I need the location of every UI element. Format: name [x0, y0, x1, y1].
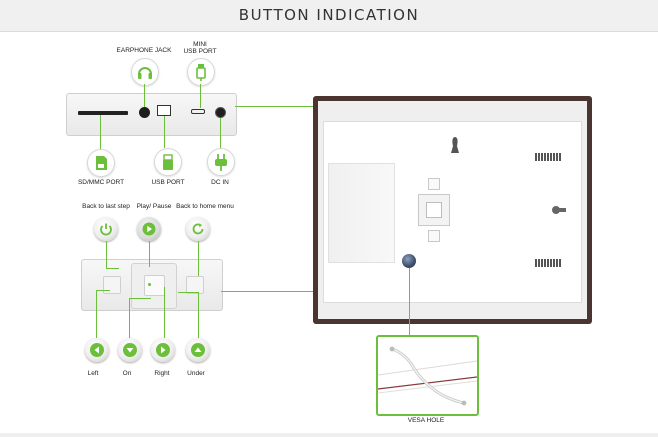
play-button-icon: [137, 217, 161, 241]
dc-in-port: [215, 107, 226, 118]
sd-slot: [78, 111, 128, 115]
device-button-center: [426, 202, 442, 218]
down-arrow-icon: [118, 338, 142, 362]
earphone-jack: [139, 107, 150, 118]
connector-line: [164, 116, 165, 148]
on-label: On: [122, 370, 132, 377]
device-recess: [328, 163, 395, 263]
mini-usb-port: [191, 109, 205, 114]
play-pause-label: Play/ Pause: [136, 203, 172, 210]
right-label: Right: [154, 370, 170, 377]
footer-bar: [0, 433, 658, 437]
home-label: Back to home menu: [176, 203, 234, 210]
dc-in-label: DC IN: [211, 179, 229, 186]
connector-line: [178, 292, 198, 293]
right-arrow-icon: [151, 338, 175, 362]
panel-button-home: [186, 276, 204, 294]
mini-usb-label-line2: USB PORT: [183, 48, 217, 55]
device-button-bottom: [428, 230, 440, 242]
left-arrow-icon: [85, 338, 109, 362]
header-bar: [0, 0, 658, 32]
connector-line: [409, 268, 410, 335]
connector-line: [96, 290, 110, 291]
connector-line: [129, 298, 151, 299]
connector-line: [100, 115, 101, 149]
connector-line: [129, 298, 130, 338]
panel-button-center: [144, 275, 165, 296]
mini-usb-icon: [187, 58, 215, 86]
connector-line: [144, 84, 145, 107]
up-arrow-icon: [186, 338, 210, 362]
vent-grille-bottom: [535, 259, 561, 267]
connector-line: [198, 292, 199, 338]
mini-usb-label-line1: MINI: [193, 41, 207, 48]
usb-stick-icon: [154, 148, 182, 176]
connector-line: [198, 241, 199, 276]
connector-line: [96, 290, 97, 338]
power-button-icon: [94, 217, 118, 241]
sd-port-label: SD/MMC PORT: [77, 179, 125, 186]
sd-card-icon: [87, 149, 115, 177]
left-label: Left: [87, 370, 99, 377]
connector-line: [106, 268, 119, 269]
connector-dot: [148, 283, 151, 286]
side-hanger-icon: [552, 206, 566, 214]
vent-grille-top: [535, 153, 561, 161]
vesa-mount-point: [402, 254, 416, 268]
usb-port-label: USB PORT: [151, 179, 185, 186]
hanger-hole-icon: [451, 137, 459, 153]
power-plug-icon: [207, 148, 235, 176]
vesa-hole-label: VESA HOLE: [407, 417, 445, 424]
refresh-icon: [186, 217, 210, 241]
earphone-icon: [131, 58, 159, 86]
back-label: Back to last step: [82, 203, 130, 210]
device-button-top: [428, 178, 440, 190]
connector-line: [164, 287, 165, 338]
page-title: BUTTON INDICATION: [238, 6, 420, 24]
connector-line: [149, 241, 150, 267]
connector-line: [200, 84, 201, 108]
usb-port: [157, 105, 171, 116]
vesa-inset: [376, 335, 479, 416]
under-label: Under: [187, 370, 205, 377]
earphone-jack-label: EARPHONE JACK: [116, 47, 172, 54]
connector-line: [220, 118, 221, 148]
connector-line: [106, 241, 107, 268]
panel-button-back: [103, 276, 121, 294]
